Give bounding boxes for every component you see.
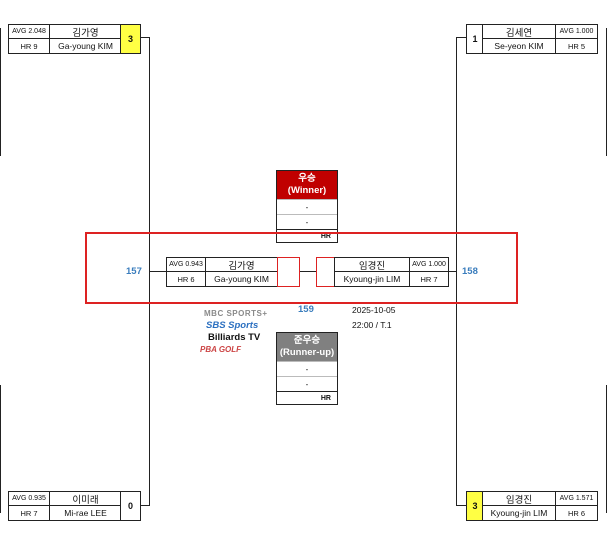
winner-subtitle: (Winner) [287, 185, 327, 196]
match-time-table: 22:00 / T.1 [352, 320, 392, 330]
avg-label: AVG 1.000 [556, 25, 597, 39]
avg-label: AVG 0.943 [167, 258, 206, 272]
runner-up-title: 준우승 [293, 335, 321, 346]
hr-label: HR 6 [167, 272, 206, 286]
bracket-line-left-final-h [150, 271, 166, 272]
player-name-kr: 김세연 [483, 25, 556, 39]
match-number-left: 157 [126, 266, 142, 277]
mbc-sports-logo: MBC SPORTS+ [204, 309, 268, 318]
runner-up-hr: HR [277, 391, 337, 404]
player-card-bottom-left: AVG 0.935 이미래 HR 7 Mi-rae LEE [8, 491, 122, 521]
player-name-en: Kyoung-jin LIM [483, 506, 556, 520]
player-name-kr: 임경진 [335, 258, 410, 272]
player-card-top-right: 김세연 AVG 1.000 Se-yeon KIM HR 5 [482, 24, 598, 54]
hr-label: HR 6 [567, 508, 586, 518]
billiards-tv-logo: Billiards TV [208, 332, 261, 343]
bracket-line-bottom-right-h [456, 505, 466, 506]
pba-golf-logo: PBA GOLF [200, 345, 242, 354]
winner-title: 우승 [298, 173, 316, 184]
edge-line-right-top [606, 28, 607, 156]
runner-up-row-2: - [277, 376, 337, 391]
hr-label: HR 9 [9, 39, 50, 53]
winner-header: 우승 (Winner) [277, 171, 337, 199]
bracket-line-left-v [149, 37, 150, 506]
bracket-line-final-center-h [299, 271, 316, 272]
runner-up-row-1: - [277, 361, 337, 376]
bracket-line-top-right-h [456, 37, 466, 38]
player-name-en: Se-yeon KIM [483, 39, 556, 53]
final-match-number: 159 [298, 304, 314, 315]
avg-label: AVG 0.935 [9, 492, 50, 506]
player-name-en: Ga-young KIM [58, 41, 113, 51]
edge-line-right-bottom [606, 385, 607, 513]
player-name-en: Ga-young KIM [214, 274, 269, 284]
bracket-line-top-left-h [140, 37, 150, 38]
runner-up-box: 준우승 (Runner-up) - - HR [276, 332, 338, 405]
player-name-en: Kyoung-jin LIM [335, 272, 410, 286]
final-player-card-right: 임경진 AVG 1.000 Kyoung-jin LIM HR 7 [334, 257, 449, 287]
bracket-line-bottom-left-h [140, 505, 150, 506]
player-card-bottom-right: 임경진 AVG 1.571 Kyoung-jin LIM HR 6 [482, 491, 598, 521]
final-score-slot-left [277, 257, 300, 287]
player-name-en: Mi-rae LEE [64, 508, 107, 518]
hr-label: HR 5 [567, 41, 586, 51]
avg-label: AVG 1.571 [556, 492, 597, 506]
hr-label: HR 7 [420, 274, 438, 284]
final-player-card-left: AVG 0.943 김가영 HR 6 Ga-young KIM [166, 257, 278, 287]
score-bottom-left: 0 [120, 491, 141, 521]
match-date: 2025-10-05 [352, 305, 396, 315]
runner-up-subtitle: (Runner-up) [279, 347, 335, 358]
avg-label: AVG 1.000 [410, 258, 448, 272]
edge-line-left-top [0, 28, 1, 156]
runner-up-header: 준우승 (Runner-up) [277, 333, 337, 361]
hr-label: HR 7 [9, 506, 50, 520]
final-score-slot-right [316, 257, 335, 287]
winner-row-1: - [277, 199, 337, 214]
avg-label: AVG 2.048 [9, 25, 50, 39]
bracket-line-right-final-h [447, 271, 457, 272]
player-name-kr: 이미래 [50, 492, 121, 506]
player-name-kr: 임경진 [483, 492, 556, 506]
winner-box: 우승 (Winner) - - HR [276, 170, 338, 243]
winner-row-2: - [277, 214, 337, 229]
final-highlight-frame [85, 232, 518, 304]
sbs-sports-logo: SBS Sports [206, 320, 259, 331]
winner-hr: HR [277, 229, 337, 242]
match-number-right: 158 [462, 266, 478, 277]
player-card-top-left: AVG 2.048 김가영 HR 9 Ga-young KIM [8, 24, 122, 54]
player-name-kr: 김가영 [50, 25, 121, 39]
edge-line-left-bottom [0, 385, 1, 513]
player-name-kr: 김가영 [206, 258, 277, 272]
score-top-left: 3 [120, 24, 141, 54]
